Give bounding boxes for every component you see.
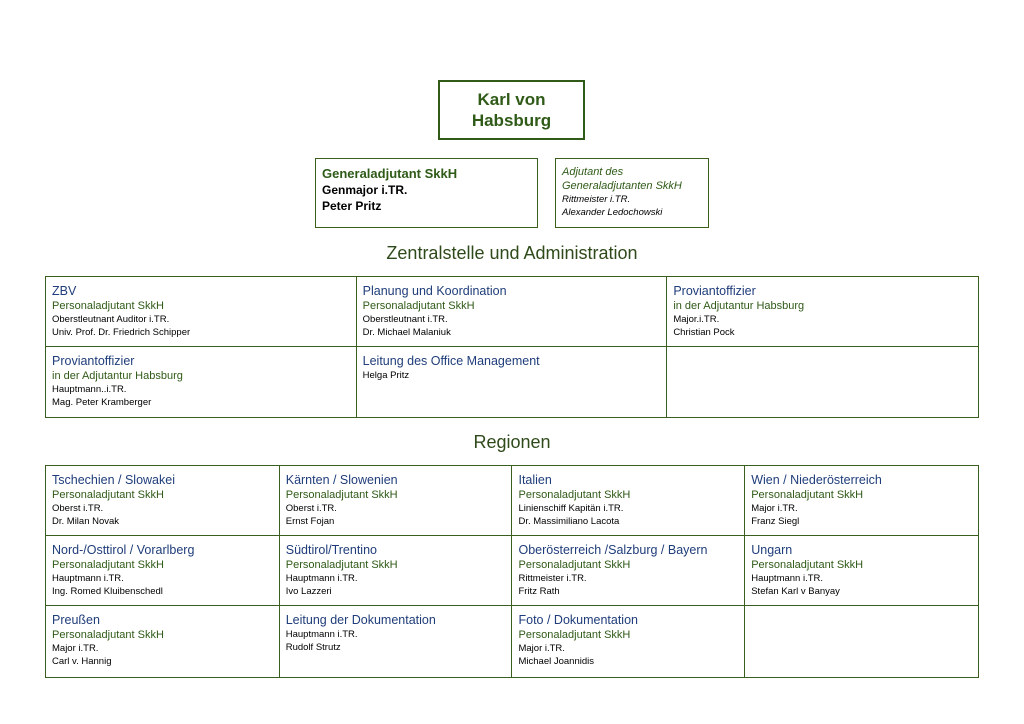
- region-title: Preußen: [52, 613, 100, 627]
- region-title: Foto / Dokumentation: [518, 613, 638, 627]
- region-rank: Oberst i.TR.: [52, 503, 104, 514]
- unit-title: ZBV: [52, 284, 77, 298]
- unit-person: Mag. Peter Kramberger: [52, 397, 152, 408]
- region-role: Personaladjutant SkkH: [518, 629, 631, 641]
- unit-title: Proviantoffizier: [52, 354, 135, 368]
- region-role: Personaladjutant SkkH: [751, 559, 864, 571]
- region-role: Personaladjutant SkkH: [518, 489, 631, 501]
- region-cell: Wien / Niederösterreich Personaladjutant…: [744, 465, 979, 536]
- unit-person: Helga Pritz: [362, 370, 410, 381]
- region-role: Personaladjutant SkkH: [52, 629, 164, 641]
- region-cell: Leitung der Dokumentation Hauptmann i.TR…: [278, 605, 513, 678]
- region-role: Personaladjutant SkkH: [751, 489, 864, 501]
- region-role: Personaladjutant SkkH: [285, 489, 398, 501]
- adjutant-person: Alexander Ledochowski: [562, 207, 663, 218]
- region-title: Südtirol/Trentino: [285, 543, 377, 557]
- unit-person: Christian Pock: [673, 327, 735, 338]
- zentral-row: Proviantoffizier in der Adjutantur Habsb…: [45, 346, 979, 418]
- generaladjutant-box: Generaladjutant SkkH Genmajor i.TR. Pete…: [315, 158, 538, 228]
- unit-cell: Proviantoffizier in der Adjutantur Habsb…: [45, 346, 357, 418]
- unit-role: in der Adjutantur Habsburg: [52, 370, 183, 382]
- region-title: Ungarn: [751, 543, 793, 557]
- head-box: Karl von Habsburg: [438, 80, 585, 140]
- unit-rank: Major.i.TR.: [673, 314, 720, 325]
- region-rank: Hauptmann i.TR.: [285, 573, 358, 584]
- unit-cell: Proviantoffizier in der Adjutantur Habsb…: [666, 276, 979, 347]
- region-role: Personaladjutant SkkH: [52, 489, 164, 501]
- region-rank: Hauptmann i.TR.: [52, 573, 124, 584]
- adjutant-role-line1: Adjutant des: [562, 166, 624, 178]
- region-title: Oberösterreich /Salzburg / Bayern: [518, 543, 708, 557]
- region-title: Nord-/Osttirol / Vorarlberg: [52, 543, 195, 557]
- regionen-row: Nord-/Osttirol / Vorarlberg Personaladju…: [45, 535, 979, 606]
- region-person: Dr. Massimiliano Lacota: [518, 516, 620, 527]
- unit-title: Planung und Koordination: [362, 284, 507, 298]
- regionen-row: Preußen Personaladjutant SkkH Major i.TR…: [45, 605, 979, 678]
- region-person: Ivo Lazzeri: [285, 586, 332, 597]
- region-person: Ing. Romed Kluibenschedl: [52, 586, 163, 597]
- adjutant-rank: Rittmeister i.TR.: [562, 194, 631, 205]
- unit-role: Personaladjutant SkkH: [52, 300, 164, 312]
- region-cell: Nord-/Osttirol / Vorarlberg Personaladju…: [45, 535, 280, 606]
- region-person: Rudolf Strutz: [285, 642, 341, 653]
- unit-rank: Oberstleutnant Auditor i.TR.: [52, 314, 170, 325]
- zentral-grid: ZBV Personaladjutant SkkH Oberstleutnant…: [45, 276, 979, 418]
- region-cell: Oberösterreich /Salzburg / Bayern Person…: [511, 535, 746, 606]
- adjutant-role-line2: Generaladjutanten SkkH: [562, 180, 682, 192]
- region-cell: Preußen Personaladjutant SkkH Major i.TR…: [45, 605, 280, 678]
- region-cell: Tschechien / Slowakei Personaladjutant S…: [45, 465, 280, 536]
- region-rank: Hauptmann i.TR.: [285, 629, 358, 640]
- region-cell: Südtirol/Trentino Personaladjutant SkkH …: [278, 535, 513, 606]
- unit-role: in der Adjutantur Habsburg: [673, 300, 805, 312]
- region-rank: Rittmeister i.TR.: [518, 573, 587, 584]
- region-role: Personaladjutant SkkH: [285, 559, 398, 571]
- region-title: Italien: [518, 473, 552, 487]
- region-rank: Oberst i.TR.: [285, 503, 337, 514]
- generaladjutant-role: Generaladjutant SkkH: [322, 166, 458, 181]
- unit-person: Dr. Michael Malaniuk: [362, 327, 451, 338]
- adjutant-box: Adjutant des Generaladjutanten SkkH Ritt…: [555, 158, 709, 228]
- region-person: Carl v. Hannig: [52, 656, 112, 667]
- regionen-grid: Tschechien / Slowakei Personaladjutant S…: [45, 465, 979, 678]
- region-title: Leitung der Dokumentation: [285, 613, 436, 627]
- region-rank: Hauptmann i.TR.: [751, 573, 824, 584]
- unit-title: Proviantoffizier: [673, 284, 756, 298]
- region-role: Personaladjutant SkkH: [52, 559, 164, 571]
- unit-cell: Leitung des Office Management Helga Prit…: [355, 346, 668, 418]
- region-rank: Major i.TR.: [751, 503, 798, 514]
- region-title: Kärnten / Slowenien: [285, 473, 398, 487]
- head-name: Karl von Habsburg: [471, 90, 552, 130]
- generaladjutant-rank: Genmajor i.TR.: [322, 183, 408, 197]
- generaladjutant-person: Peter Pritz: [322, 199, 382, 213]
- region-person: Franz Siegl: [751, 516, 800, 527]
- empty-cell: [744, 605, 979, 678]
- unit-cell: ZBV Personaladjutant SkkH Oberstleutnant…: [45, 276, 357, 347]
- region-person: Ernst Fojan: [285, 516, 335, 527]
- region-person: Dr. Milan Novak: [52, 516, 120, 527]
- region-title: Wien / Niederösterreich: [751, 473, 882, 487]
- region-cell: Foto / Dokumentation Personaladjutant Sk…: [511, 605, 746, 678]
- unit-role: Personaladjutant SkkH: [362, 300, 475, 312]
- unit-title: Leitung des Office Management: [362, 354, 540, 368]
- region-cell: Kärnten / Slowenien Personaladjutant Skk…: [278, 465, 513, 536]
- region-role: Personaladjutant SkkH: [518, 559, 631, 571]
- region-rank: Linienschiff Kapitän i.TR.: [518, 503, 624, 514]
- region-cell: Ungarn Personaladjutant SkkH Hauptmann i…: [744, 535, 979, 606]
- zentral-heading: Zentralstelle und Administration: [386, 243, 638, 263]
- unit-cell: Planung und Koordination Personaladjutan…: [355, 276, 668, 347]
- region-cell: Italien Personaladjutant SkkH Linienschi…: [511, 465, 746, 536]
- regionen-row: Tschechien / Slowakei Personaladjutant S…: [45, 465, 979, 536]
- region-rank: Major i.TR.: [518, 643, 565, 654]
- region-title: Tschechien / Slowakei: [52, 473, 175, 487]
- unit-person: Univ. Prof. Dr. Friedrich Schipper: [52, 327, 191, 338]
- region-rank: Major i.TR.: [52, 643, 99, 654]
- region-person: Stefan Karl v Banyay: [751, 586, 840, 597]
- unit-rank: Oberstleutnant i.TR.: [362, 314, 448, 325]
- empty-cell: [666, 346, 979, 418]
- region-person: Fritz Rath: [518, 586, 560, 597]
- unit-rank: Hauptmann..i.TR.: [52, 384, 127, 395]
- region-person: Michael Joannidis: [518, 656, 594, 667]
- zentral-row: ZBV Personaladjutant SkkH Oberstleutnant…: [45, 276, 979, 347]
- regionen-heading: Regionen: [473, 432, 551, 452]
